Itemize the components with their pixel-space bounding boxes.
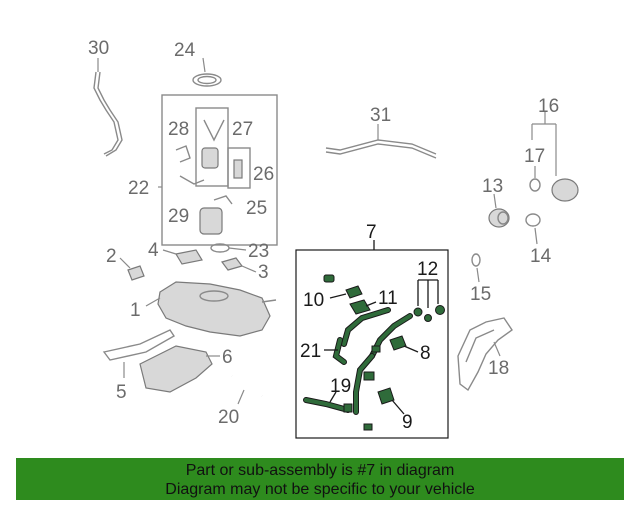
callout-13: 13: [482, 176, 503, 197]
part-30-tube: [93, 58, 123, 157]
callout-30: 30: [88, 38, 109, 59]
callout-27: 27: [232, 119, 253, 140]
part-4-pad: [162, 249, 203, 265]
callout-6: 6: [222, 347, 233, 368]
part-12-clips: [413, 279, 445, 322]
callout-10: 10: [303, 290, 324, 311]
callout-26: 26: [253, 164, 274, 185]
banner-line-2: Diagram may not be specific to your vehi…: [165, 481, 475, 498]
info-banner: Part or sub-assembly is #7 in diagram Di…: [16, 458, 624, 500]
callout-4: 4: [148, 240, 159, 261]
part-7-assembly-box: [295, 240, 449, 439]
banner-line-1: Part or sub-assembly is #7 in diagram: [185, 462, 455, 479]
callout-9: 9: [402, 412, 413, 433]
part-18-bracket: [457, 317, 513, 392]
part-10-fitting: [323, 274, 363, 299]
callout-19: 19: [330, 376, 351, 397]
part-23-gasket: [210, 243, 247, 253]
callout-18: 18: [488, 358, 509, 379]
part-2-bracket: [119, 257, 145, 281]
callout-31: 31: [370, 105, 391, 126]
part-11-fitting: [349, 299, 377, 315]
callout-28: 28: [168, 119, 189, 140]
part-22-pump-assembly: [158, 94, 278, 246]
callout-2: 2: [106, 246, 117, 267]
parts-diagram: 30 24 22 28 27 26 25 29 31 16: [88, 38, 579, 439]
part-24-ring: [192, 57, 222, 87]
callout-21: 21: [300, 341, 321, 362]
part-17-ring: [529, 166, 541, 192]
callout-5: 5: [116, 382, 127, 403]
part-14-clip: [525, 213, 541, 245]
part-16-cap: [531, 112, 579, 202]
part-15-oring: [471, 253, 481, 283]
part-7-filler-pipe: [303, 307, 413, 415]
part-20-hose: [231, 374, 264, 405]
callout-24: 24: [174, 40, 196, 61]
part-31-tube: [325, 124, 437, 159]
callout-12: 12: [417, 259, 438, 280]
callout-29: 29: [168, 206, 189, 227]
callout-8: 8: [420, 343, 431, 364]
part-9-fitting: [363, 371, 405, 431]
callout-17: 17: [524, 146, 545, 167]
callout-23: 23: [248, 241, 269, 262]
callout-3: 3: [258, 262, 269, 283]
callout-7: 7: [366, 222, 377, 243]
callout-15: 15: [470, 284, 491, 305]
callout-25: 25: [246, 198, 267, 219]
callout-14: 14: [530, 246, 552, 267]
part-3-clamp: [220, 257, 257, 273]
callout-1: 1: [130, 300, 141, 321]
part-8-fitting: [371, 335, 419, 353]
part-6-shield: [139, 345, 220, 393]
callout-20: 20: [218, 407, 239, 428]
callout-11: 11: [378, 288, 398, 309]
part-5-strap: [102, 329, 175, 378]
part-19-hose: [329, 391, 353, 413]
callout-16: 16: [538, 96, 559, 117]
part-13-grommet: [488, 193, 510, 228]
part-1-fuel-tank: [145, 281, 277, 337]
callout-22: 22: [128, 178, 149, 199]
